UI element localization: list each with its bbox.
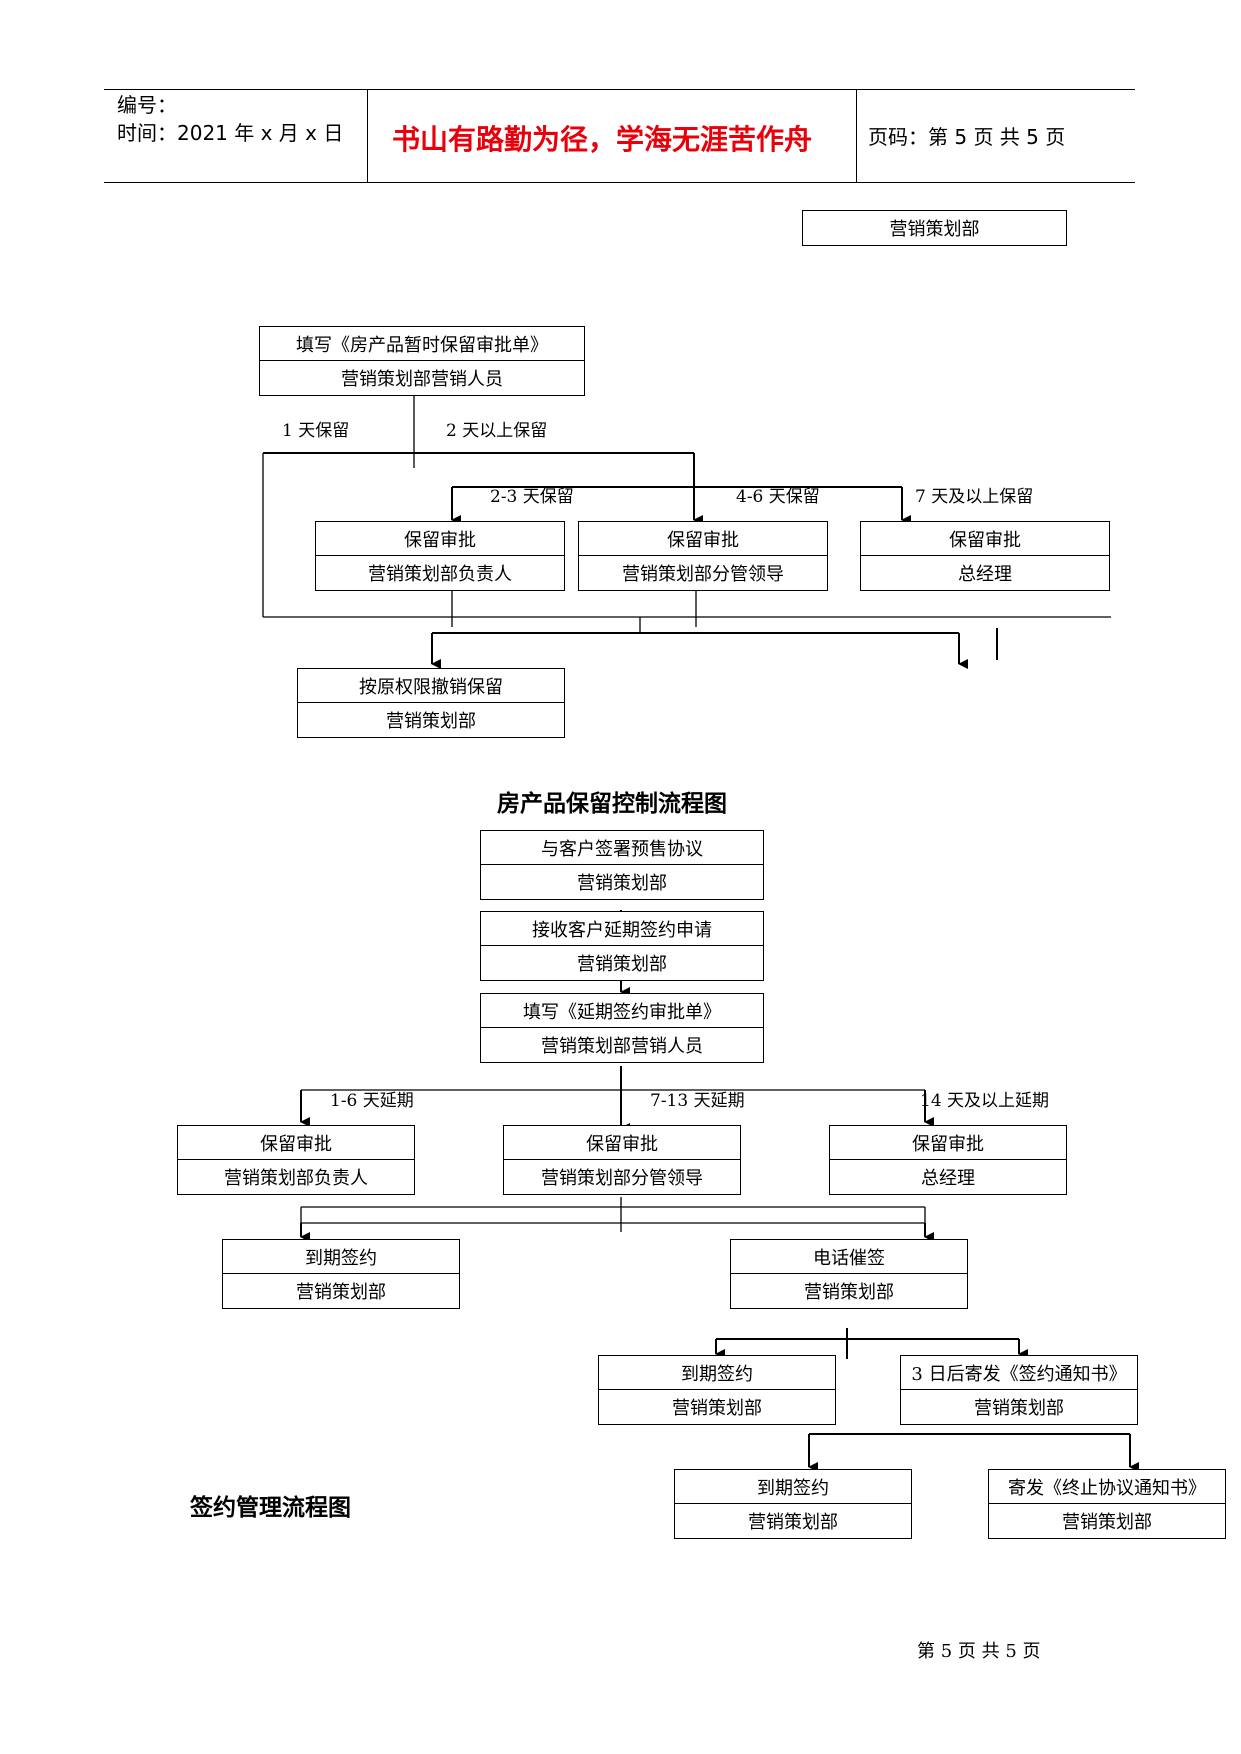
sign-due-box-3: 到期签约 营销策划部 (674, 1469, 912, 1539)
delay-label-1-6: 1-6 天延期 (330, 1091, 414, 1111)
signing-step-delay-request: 接收客户延期签约申请 营销策划部 (480, 911, 764, 981)
header-divider-right (856, 89, 857, 183)
sign-due-action: 到期签约 (223, 1240, 459, 1274)
approval-owner: 总经理 (921, 1168, 975, 1189)
header-divider-left (367, 89, 368, 183)
sign-due-action: 到期签约 (675, 1470, 911, 1504)
reservation-start-owner: 营销策划部营销人员 (341, 369, 503, 390)
approval-owner: 营销策划部分管领导 (541, 1168, 703, 1189)
terminate-notice-box: 寄发《终止协议通知书》 营销策划部 (988, 1469, 1226, 1539)
sign-due-box-2: 到期签约 营销策划部 (598, 1355, 836, 1425)
cancel-owner: 营销策划部 (386, 711, 476, 732)
step-action: 接收客户延期签约申请 (481, 912, 763, 946)
phone-urge-owner: 营销策划部 (804, 1282, 894, 1303)
sign-due-action: 到期签约 (599, 1356, 835, 1390)
sign-due-box-1: 到期签约 营销策划部 (222, 1239, 460, 1309)
delay-label-7-13: 7-13 天延期 (650, 1091, 745, 1111)
header-top-rule (104, 89, 1135, 90)
terminate-action: 寄发《终止协议通知书》 (989, 1470, 1225, 1504)
branch-label-4-6-days: 4-6 天保留 (736, 487, 820, 507)
signing-step-fill-form: 填写《延期签约审批单》 营销策划部营销人员 (480, 993, 764, 1063)
reservation-approval-box-leader: 保留审批 营销策划部分管领导 (578, 521, 828, 591)
approval-owner: 总经理 (958, 564, 1012, 585)
cancel-action: 按原权限撤销保留 (298, 669, 564, 703)
reservation-start-action: 填写《房产品暂时保留审批单》 (260, 327, 584, 361)
step-owner: 营销策划部营销人员 (541, 1036, 703, 1057)
top-department-box: 营销策划部 (802, 210, 1067, 246)
branch-label-2-3-days: 2-3 天保留 (490, 487, 574, 507)
document-number-label: 编号： (117, 93, 177, 117)
branch-label-one-day: 1 天保留 (282, 421, 350, 441)
reservation-flow-title: 房产品保留控制流程图 (497, 791, 727, 817)
document-time-label: 时间：2021 年 x 月 x 日 (117, 121, 344, 145)
approval-owner: 营销策划部负责人 (368, 564, 512, 585)
signing-step-presale: 与客户签署预售协议 营销策划部 (480, 830, 764, 900)
step-action: 与客户签署预售协议 (481, 831, 763, 865)
approval-owner: 营销策划部分管领导 (622, 564, 784, 585)
approval-action: 保留审批 (579, 522, 827, 556)
page-code-label: 页码：第 5 页 共 5 页 (868, 125, 1066, 149)
phone-urge-box: 电话催签 营销策划部 (730, 1239, 968, 1309)
approval-owner: 营销策划部负责人 (224, 1168, 368, 1189)
page-footer: 第 5 页 共 5 页 (917, 1641, 1041, 1662)
step-action: 填写《延期签约审批单》 (481, 994, 763, 1028)
signing-flow-title: 签约管理流程图 (190, 1495, 351, 1521)
reservation-cancel-box: 按原权限撤销保留 营销策划部 (297, 668, 565, 738)
sign-due-owner: 营销策划部 (296, 1282, 386, 1303)
notice-send-owner: 营销策划部 (974, 1398, 1064, 1419)
terminate-owner: 营销策划部 (1062, 1512, 1152, 1533)
header-bottom-rule (104, 182, 1135, 183)
step-owner: 营销策划部 (577, 954, 667, 975)
branch-label-two-plus-days: 2 天以上保留 (446, 421, 548, 441)
sign-due-owner: 营销策划部 (748, 1512, 838, 1533)
header-motto: 书山有路勤为径，学海无涯苦作舟 (392, 123, 813, 156)
reservation-approval-box-gm: 保留审批 总经理 (860, 521, 1110, 591)
approval-action: 保留审批 (830, 1126, 1066, 1160)
approval-action: 保留审批 (316, 522, 564, 556)
approval-action: 保留审批 (178, 1126, 414, 1160)
sign-due-owner: 营销策划部 (672, 1398, 762, 1419)
notice-send-box: 3 日后寄发《签约通知书》 营销策划部 (900, 1355, 1138, 1425)
signing-approval-leader: 保留审批 营销策划部分管领导 (503, 1125, 741, 1195)
branch-label-7-plus-days: 7 天及以上保留 (915, 487, 1034, 507)
notice-send-action: 3 日后寄发《签约通知书》 (901, 1356, 1137, 1390)
phone-urge-action: 电话催签 (731, 1240, 967, 1274)
top-department-label: 营销策划部 (889, 219, 980, 240)
step-owner: 营销策划部 (577, 873, 667, 894)
reservation-start-box: 填写《房产品暂时保留审批单》 营销策划部营销人员 (259, 326, 585, 396)
signing-approval-gm: 保留审批 总经理 (829, 1125, 1067, 1195)
delay-label-14-plus: 14 天及以上延期 (920, 1091, 1050, 1111)
approval-action: 保留审批 (861, 522, 1109, 556)
signing-approval-head: 保留审批 营销策划部负责人 (177, 1125, 415, 1195)
approval-action: 保留审批 (504, 1126, 740, 1160)
reservation-approval-box-head: 保留审批 营销策划部负责人 (315, 521, 565, 591)
